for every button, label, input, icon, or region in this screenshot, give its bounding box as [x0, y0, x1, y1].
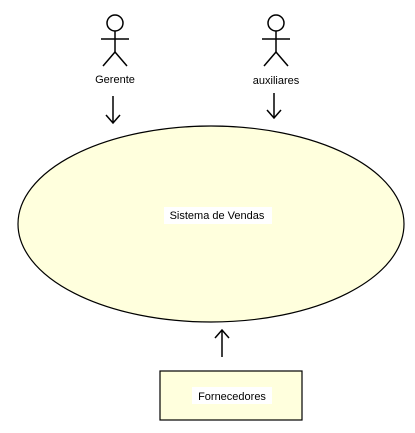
actor-label-bg [92, 71, 138, 87]
actor-label-auxiliares: auxiliares [253, 75, 300, 87]
external-label-bg [192, 387, 272, 404]
actor-gerente[interactable]: Gerente [92, 14, 138, 87]
arrow-up-icon [214, 328, 230, 357]
external-entity-fornecedores[interactable]: Fornecedores [159, 370, 303, 421]
arrow-down-icon [105, 96, 121, 125]
stick-figure-icon [262, 14, 290, 67]
use-case-sistema-de-vendas[interactable]: Sistema de Vendas [17, 125, 405, 323]
arrow-down-icon [266, 93, 282, 120]
actor-auxiliares[interactable]: auxiliares [248, 14, 304, 88]
stick-figure-icon [101, 14, 129, 67]
use-case-label: Sistema de Vendas [170, 210, 265, 222]
external-label: Fornecedores [198, 391, 266, 403]
actor-label-bg [248, 72, 304, 88]
actor-label-gerente: Gerente [95, 74, 135, 86]
use-case-label-bg [164, 207, 272, 224]
